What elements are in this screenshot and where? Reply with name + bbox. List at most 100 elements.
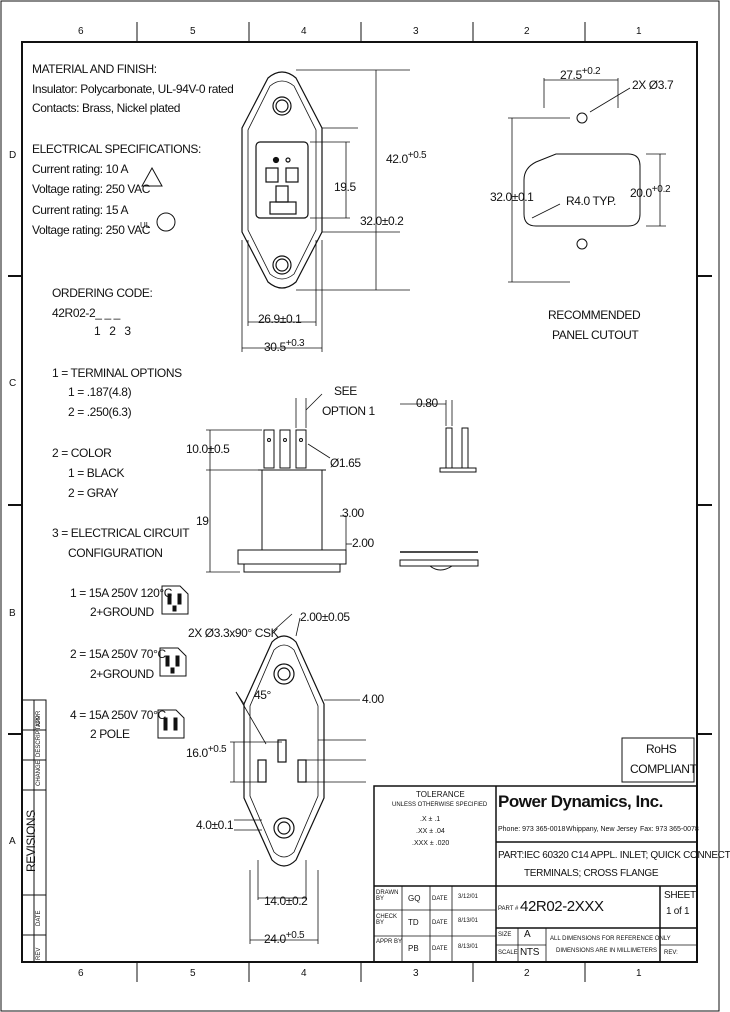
tolerance-xxx: .XXX ± .020 — [412, 840, 450, 847]
circuit-option-4b: 2 POLE — [90, 727, 130, 741]
circuit-heading: 3 = ELECTRICAL CIRCUIT — [52, 526, 190, 540]
electrical-current-2: Current rating: 15 A — [32, 203, 129, 217]
drawn-date-label: DATE — [432, 896, 448, 902]
zone-top-3: 3 — [413, 26, 419, 37]
drawn-label: DRAWN BY — [376, 890, 399, 902]
appr-date: 8/13/01 — [458, 944, 479, 950]
rohs-line-2: COMPLIANT — [630, 762, 697, 776]
ordering-code: 42R02-2_ _ _ — [52, 306, 120, 320]
rohs-box — [621, 737, 695, 783]
bottom-view-flange — [230, 613, 366, 944]
color-option-2: 2 = GRAY — [68, 486, 119, 500]
revisions-strip — [21, 699, 47, 963]
revisions-date: DATE — [36, 910, 42, 926]
panel-cutout — [508, 78, 666, 283]
dim-bot-140: 14.0±0.2 — [264, 894, 308, 908]
revisions-change: CHANGE — [36, 760, 42, 786]
panel-caption-2: PANEL CUTOUT — [552, 328, 639, 342]
drawn-by: GQ — [408, 894, 421, 903]
dim-side-080: 0.80 — [416, 396, 438, 410]
dim-bot-40: 4.0±0.1 — [196, 818, 234, 832]
appr-by: PB — [408, 944, 419, 953]
drawn-date: 3/12/01 — [458, 894, 479, 900]
side-view — [206, 393, 479, 573]
dim-side-depth: 19 — [196, 514, 209, 528]
rohs-line-1: RoHS — [646, 742, 677, 756]
tolerance-x: .X ± .1 — [420, 816, 441, 823]
top-view-flange — [241, 71, 323, 289]
dim-panel-radius: R4.0 TYP. — [566, 194, 616, 208]
company-name: Power Dynamics, Inc. — [498, 792, 663, 811]
zone-top-1: 1 — [636, 26, 642, 37]
terminal-heading: 1 = TERMINAL OPTIONS — [52, 366, 182, 380]
side-see-2: OPTION 1 — [322, 404, 375, 418]
tolerance-subtitle: UNLESS OTHERWISE SPECIFIED — [392, 802, 488, 808]
check-date: 8/13/01 — [458, 918, 479, 924]
dim-bot-160: 16.0+0.5 — [186, 744, 227, 760]
circuit-heading-2: CONFIGURATION — [68, 546, 163, 560]
circuit-option-1b: 2+GROUND — [90, 605, 154, 619]
part-label: PART: — [498, 850, 524, 861]
dim-top-body: 32.0±0.2 — [360, 214, 404, 228]
electrical-voltage-2: Voltage rating: 250 VAC — [32, 223, 150, 237]
zone-top-2: 2 — [524, 26, 530, 37]
zone-left-d: D — [9, 150, 16, 161]
panel-caption-1: RECOMMENDED — [548, 308, 641, 322]
c13-connector-icons — [157, 585, 189, 739]
electrical-voltage-1: Voltage rating: 250 VAC — [32, 182, 150, 196]
side-see-1: SEE — [334, 384, 357, 398]
rev-label: REV: — [664, 950, 678, 956]
zone-left-c: C — [9, 378, 16, 389]
material-insulator: Insulator: Polycarbonate, UL-94V-0 rated — [32, 82, 234, 96]
zone-bottom-4: 4 — [301, 968, 307, 979]
dim-bot-csk: 2X Ø3.3x90° CSK — [188, 626, 279, 640]
ordering-heading: ORDERING CODE: — [52, 286, 153, 300]
zone-bottom-5: 5 — [190, 968, 196, 979]
circuit-option-2b: 2+GROUND — [90, 667, 154, 681]
top-view-dims — [241, 69, 410, 352]
circuit-option-4a: 4 = 15A 250V 70°C — [70, 708, 166, 722]
material-heading: MATERIAL AND FINISH: — [32, 62, 157, 76]
note-millimeters: DIMENSIONS ARE IN MILLIMETERS — [556, 948, 658, 954]
cert-marks: UL — [140, 166, 176, 232]
zone-top-5: 5 — [190, 26, 196, 37]
size-value: A — [524, 929, 531, 940]
zone-top-4: 4 — [301, 26, 307, 37]
check-by: TD — [408, 918, 419, 927]
dim-top-width-outer: 30.5+0.3 — [264, 338, 305, 354]
revisions-appr: APPR — [36, 710, 42, 727]
part-no-label: PART # — [498, 906, 519, 912]
note-reference: ALL DIMENSIONS FOR REFERENCE ONLY — [550, 936, 671, 942]
zone-bottom-3: 3 — [413, 968, 419, 979]
part-description-1: IEC 60320 C14 APPL. INLET; QUICK CONNECT — [524, 850, 730, 861]
dim-side-200: 2.00 — [352, 536, 374, 550]
circuit-option-2a: 2 = 15A 250V 70°C — [70, 647, 166, 661]
size-label: SIZE — [498, 932, 512, 938]
part-description-2: TERMINALS; CROSS FLANGE — [524, 868, 659, 879]
sheet-label: SHEET — [664, 890, 696, 901]
material-contacts: Contacts: Brass, Nickel plated — [32, 101, 181, 115]
dim-panel-inner: 20.0+0.2 — [630, 184, 671, 200]
dim-side-300: 3.00 — [342, 506, 364, 520]
terminal-option-1: 1 = .187(4.8) — [68, 385, 132, 399]
ordering-positions: 1 2 3 — [94, 324, 131, 338]
zone-bottom-1: 1 — [636, 968, 642, 979]
dim-bot-240: 24.0+0.5 — [264, 930, 305, 946]
color-heading: 2 = COLOR — [52, 446, 112, 460]
svg-text:UL: UL — [140, 221, 151, 230]
company-fax: Fax: 973 365-0078 — [640, 826, 699, 833]
electrical-current-1: Current rating: 10 A — [32, 162, 129, 176]
scale-label: SCALE — [498, 950, 518, 956]
electrical-heading: ELECTRICAL SPECIFICATIONS: — [32, 142, 201, 156]
zone-left-a: A — [9, 836, 16, 847]
dim-panel-pitch: 27.5+0.2 — [560, 66, 601, 82]
part-number: 42R02-2XXX — [520, 898, 604, 915]
scale-value: NTS — [520, 947, 540, 958]
zone-bottom-6: 6 — [78, 968, 84, 979]
sheet-number: 1 of 1 — [666, 906, 690, 917]
dim-bot-200: 2.00±0.05 — [300, 610, 350, 624]
appr-label: APPR BY — [376, 939, 403, 945]
appr-date-label: DATE — [432, 946, 448, 952]
